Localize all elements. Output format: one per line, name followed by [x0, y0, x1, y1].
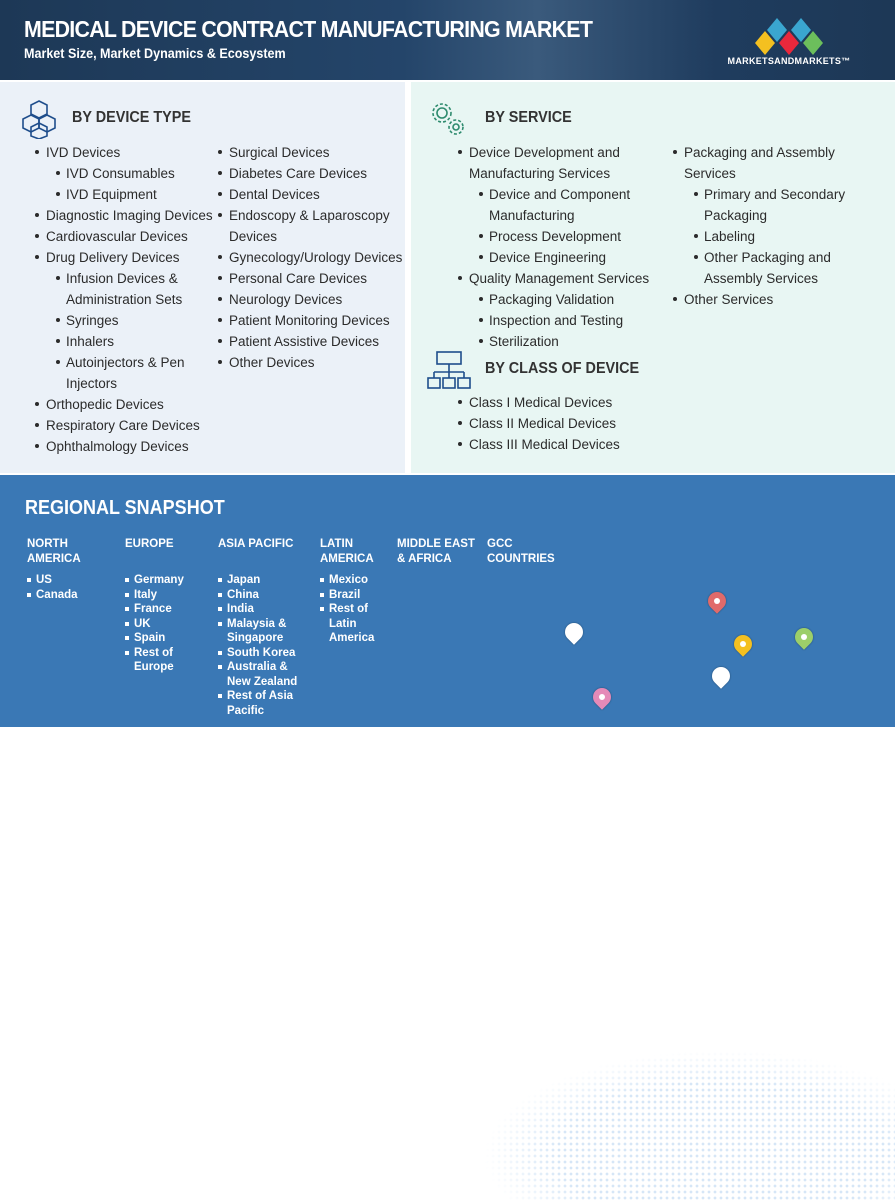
- list-item: Class III Medical Devices: [458, 434, 678, 455]
- country-item: Japan: [218, 573, 313, 588]
- sub-list-item: Inspection and Testing: [458, 310, 663, 331]
- map-pin-icon: [730, 631, 756, 657]
- list-item: Patient Monitoring Devices: [218, 310, 403, 331]
- list-item: Other Services: [673, 289, 873, 310]
- logo-text: MARKETSANDMARKETS™: [727, 56, 851, 66]
- class-heading: BY CLASS OF DEVICE: [485, 360, 640, 377]
- list-item: Diabetes Care Devices: [218, 163, 403, 184]
- country-item: Australia & New Zealand: [218, 660, 313, 689]
- region-name: LATIN AMERICA: [320, 538, 374, 565]
- region-name: ASIA PACIFIC: [218, 538, 294, 550]
- region-column: GCC COUNTRIES: [487, 537, 567, 573]
- marketsandmarkets-logo: MARKETSANDMARKETS™: [714, 14, 864, 70]
- sub-list-item: Device and Component Manufacturing: [458, 184, 663, 226]
- gears-icon: [432, 103, 464, 135]
- country-item: India: [218, 602, 313, 617]
- list-item: Ophthalmology Devices: [35, 436, 215, 457]
- map-pin-icon: [561, 619, 587, 645]
- list-item: Packaging and Assembly Services: [673, 142, 873, 184]
- list-item: Gynecology/Urology Devices: [218, 247, 403, 268]
- sub-list-item: Packaging Validation: [458, 289, 663, 310]
- sub-list-item: Autoinjectors & Pen Injectors: [35, 352, 215, 394]
- region-name: MIDDLE EAST & AFRICA: [397, 538, 475, 565]
- country-item: Rest of Asia Pacific: [218, 689, 313, 718]
- list-item: Endoscopy & Laparoscopy Devices: [218, 205, 403, 247]
- region-name: GCC COUNTRIES: [487, 538, 555, 565]
- list-item: Dental Devices: [218, 184, 403, 205]
- country-item: UK: [125, 617, 210, 632]
- country-item: Italy: [125, 588, 210, 603]
- region-column: MIDDLE EAST & AFRICA: [397, 537, 477, 573]
- list-item: Neurology Devices: [218, 289, 403, 310]
- country-item: China: [218, 588, 313, 603]
- list-item: IVD Devices: [35, 142, 215, 163]
- country-item: France: [125, 602, 210, 617]
- list-item: Patient Assistive Devices: [218, 331, 403, 352]
- sub-list-item: Device Engineering: [458, 247, 663, 268]
- country-item: Canada: [27, 588, 117, 603]
- list-item: Class I Medical Devices: [458, 392, 678, 413]
- logo-diamonds-icon: [755, 18, 823, 55]
- region-name: EUROPE: [125, 538, 174, 550]
- list-item: Drug Delivery Devices: [35, 247, 215, 268]
- map-pin-icon: [791, 624, 817, 650]
- regional-title: REGIONAL SNAPSHOT: [25, 497, 225, 519]
- country-item: Mexico: [320, 573, 395, 588]
- page-title: MEDICAL DEVICE CONTRACT MANUFACTURING MA…: [24, 16, 593, 42]
- list-item: Diagnostic Imaging Devices: [35, 205, 215, 226]
- list-item: Device Development and Manufacturing Ser…: [458, 142, 663, 184]
- list-item: Cardiovascular Devices: [35, 226, 215, 247]
- header-banner: MEDICAL DEVICE CONTRACT MANUFACTURING MA…: [0, 0, 895, 80]
- country-item: Rest of Europe: [125, 646, 210, 675]
- sub-list-item: Primary and Secondary Packaging: [673, 184, 873, 226]
- map-pin-icon: [708, 663, 734, 689]
- country-item: South Korea: [218, 646, 313, 661]
- country-item: US: [27, 573, 117, 588]
- country-item: Spain: [125, 631, 210, 646]
- service-panel: BY SERVICE Device Development and Manufa…: [411, 82, 895, 473]
- map-pin-icon: [589, 684, 615, 710]
- cubes-icon: [22, 100, 56, 139]
- sub-list-item: Labeling: [673, 226, 873, 247]
- list-item: Surgical Devices: [218, 142, 403, 163]
- sub-list-item: Other Packaging and Assembly Services: [673, 247, 873, 289]
- sub-list-item: Sterilization: [458, 331, 663, 352]
- sub-list-item: Infusion Devices & Administration Sets: [35, 268, 215, 310]
- country-item: Malaysia & Singapore: [218, 617, 313, 646]
- list-item: Personal Care Devices: [218, 268, 403, 289]
- country-item: Brazil: [320, 588, 395, 603]
- sub-list-item: Process Development: [458, 226, 663, 247]
- region-name: NORTH AMERICA: [27, 538, 81, 565]
- hierarchy-icon: [427, 351, 471, 389]
- list-item: Class II Medical Devices: [458, 413, 678, 434]
- service-heading: BY SERVICE: [485, 109, 572, 126]
- country-item: Rest of Latin America: [320, 602, 395, 646]
- sub-list-item: IVD Equipment: [35, 184, 215, 205]
- world-map-dots: [400, 1015, 895, 1202]
- country-item: Germany: [125, 573, 210, 588]
- list-item: Respiratory Care Devices: [35, 415, 215, 436]
- sub-list-item: Syringes: [35, 310, 215, 331]
- list-item: Orthopedic Devices: [35, 394, 215, 415]
- page-subtitle: Market Size, Market Dynamics & Ecosystem: [24, 46, 286, 61]
- device-type-heading: BY DEVICE TYPE: [72, 109, 191, 126]
- list-item: Other Devices: [218, 352, 403, 373]
- service-list-1: Device Development and Manufacturing Ser…: [458, 142, 663, 352]
- sub-list-item: Inhalers: [35, 331, 215, 352]
- list-item: Quality Management Services: [458, 268, 663, 289]
- sub-list-item: IVD Consumables: [35, 163, 215, 184]
- map-pin-icon: [704, 588, 730, 614]
